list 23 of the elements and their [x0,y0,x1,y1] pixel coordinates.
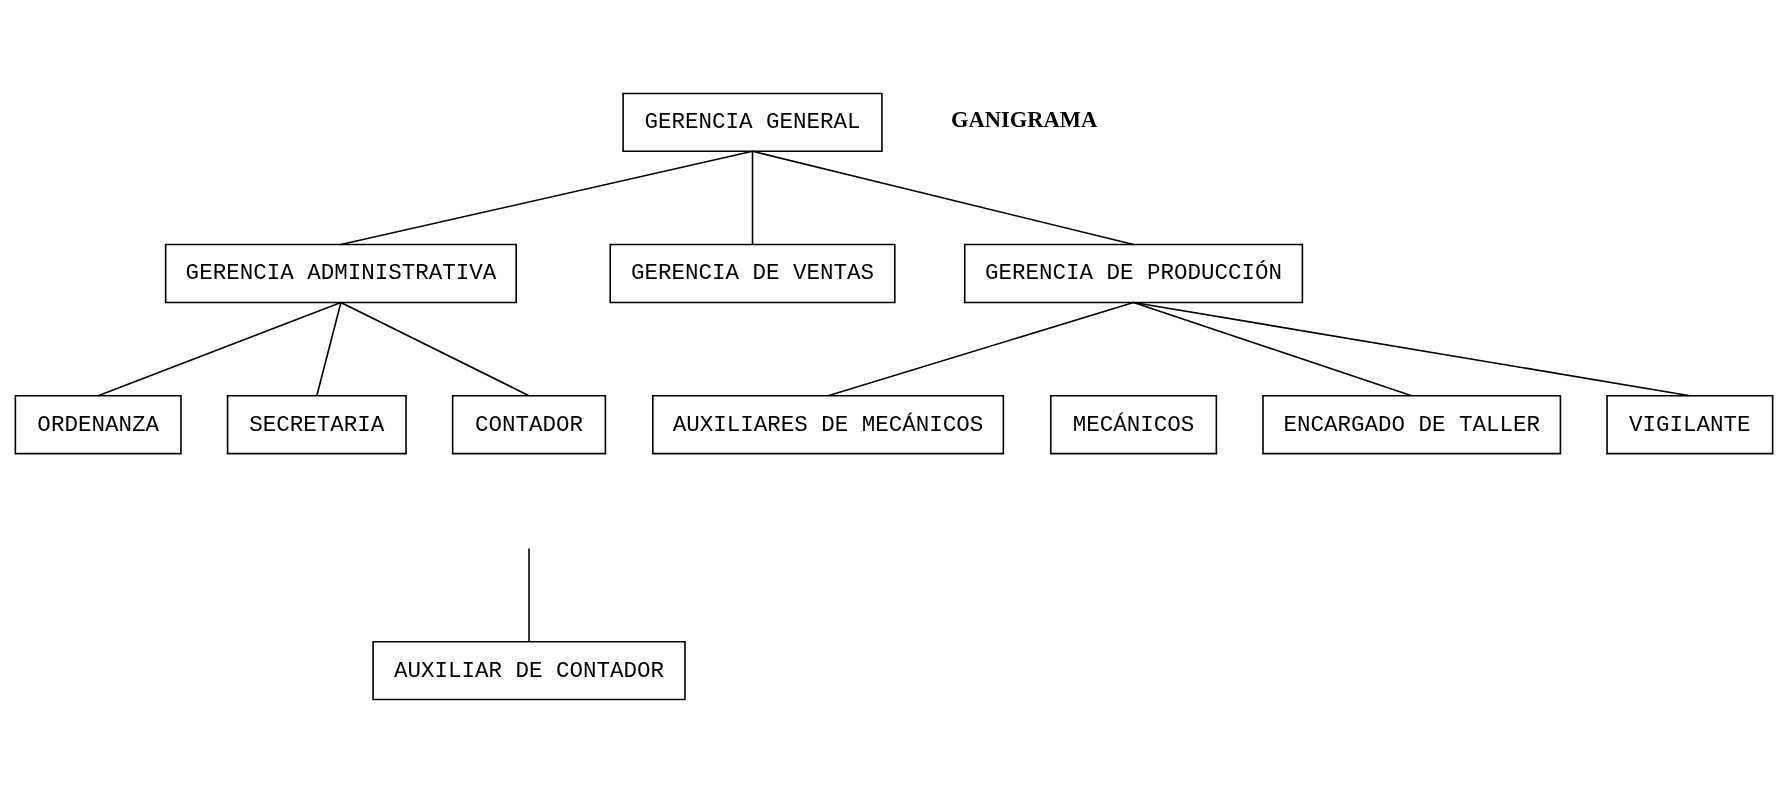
node-box: GERENCIA ADMINISTRATIVA [164,243,517,304]
node-box: GERENCIA GENERAL [622,92,883,153]
node-box: GERENCIA DE VENTAS [609,243,896,304]
node-box: VIGILANTE [1606,394,1774,455]
node-box: SECRETARIA [226,394,407,455]
node-box: ORDENANZA [14,394,182,455]
connector [528,547,530,643]
connector [751,150,754,246]
connector [340,301,530,397]
connector [316,301,342,397]
label: GANIGRAMA [951,106,1098,132]
node-box: AUXILIAR DE CONTADOR [372,640,686,701]
connector [97,301,342,397]
connector [751,150,1135,246]
connector [1132,301,1413,397]
node-box: CONTADOR [451,394,607,455]
node-box: GERENCIA DE PRODUCCIÓN [963,243,1304,304]
connector [1132,301,1691,397]
node-box: ENCARGADO DE TALLER [1262,394,1562,455]
node-box: AUXILIARES DE MECÁNICOS [652,394,1005,455]
node-box: MECÁNICOS [1049,394,1218,455]
connector [827,301,1135,397]
connector [340,150,754,246]
